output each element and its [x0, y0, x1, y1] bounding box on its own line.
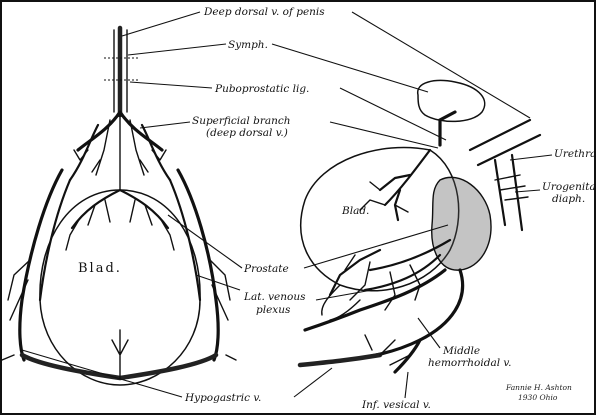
- central-branches: [96, 115, 144, 190]
- right-lateral-view: [300, 81, 540, 372]
- label-lat-venous-1: Lat. venous: [243, 291, 306, 303]
- label-urogenital-1: Urogenital: [542, 181, 596, 193]
- hypogastric-tributaries: [365, 335, 410, 365]
- leader-lat-venous-right: [316, 290, 372, 300]
- leader-hypogastric-right: [294, 368, 332, 397]
- hypogastric-vein-right: [300, 355, 380, 365]
- label-lat-venous-2: plexus: [256, 304, 291, 316]
- label-middle-hem-2: hemorrhoidal v.: [428, 357, 511, 369]
- label-urethra: Urethra: [554, 148, 596, 160]
- signature-line-1: Fannie H. Ashton: [505, 383, 572, 392]
- leader-deep-dorsal-left: [122, 12, 200, 36]
- label-hypogastric: Hypogastric v.: [184, 392, 261, 404]
- diaphragm-layers: [495, 155, 522, 230]
- right-plexus-loops: [322, 285, 360, 320]
- label-symph: Symph.: [228, 39, 268, 51]
- leader-urogenital: [515, 190, 540, 192]
- leader-urethra: [510, 155, 552, 160]
- label-prostate: Prostate: [243, 263, 289, 275]
- leader-puboprostatic-left: [130, 82, 212, 88]
- label-deep-dorsal-v: Deep dorsal v. of penis: [203, 6, 325, 18]
- leader-superficial-right: [330, 122, 438, 148]
- label-superficial-branch: Superficial branch: [192, 115, 291, 127]
- label-middle-hem-1: Middle: [442, 345, 480, 357]
- leader-symph-left: [128, 44, 226, 55]
- urethra: [470, 120, 540, 165]
- leader-inf-vesical: [405, 372, 408, 398]
- leader-lat-venous-left: [196, 275, 240, 290]
- label-deep-dorsal-paren: (deep dorsal v.): [206, 127, 288, 139]
- label-puboprostatic: Puboprostatic lig.: [214, 83, 309, 95]
- label-blad-left: Blad.: [78, 261, 122, 276]
- label-blad-right: Blad.: [341, 205, 369, 217]
- left-frontal-view: [2, 28, 236, 385]
- leader-superficial-left: [140, 122, 190, 128]
- label-inf-vesical: Inf. vesical v.: [361, 399, 431, 411]
- signature-line-2: 1930 Ohio: [518, 393, 558, 402]
- leader-middle-hem: [418, 318, 440, 348]
- label-urogenital-2: diaph.: [552, 193, 585, 205]
